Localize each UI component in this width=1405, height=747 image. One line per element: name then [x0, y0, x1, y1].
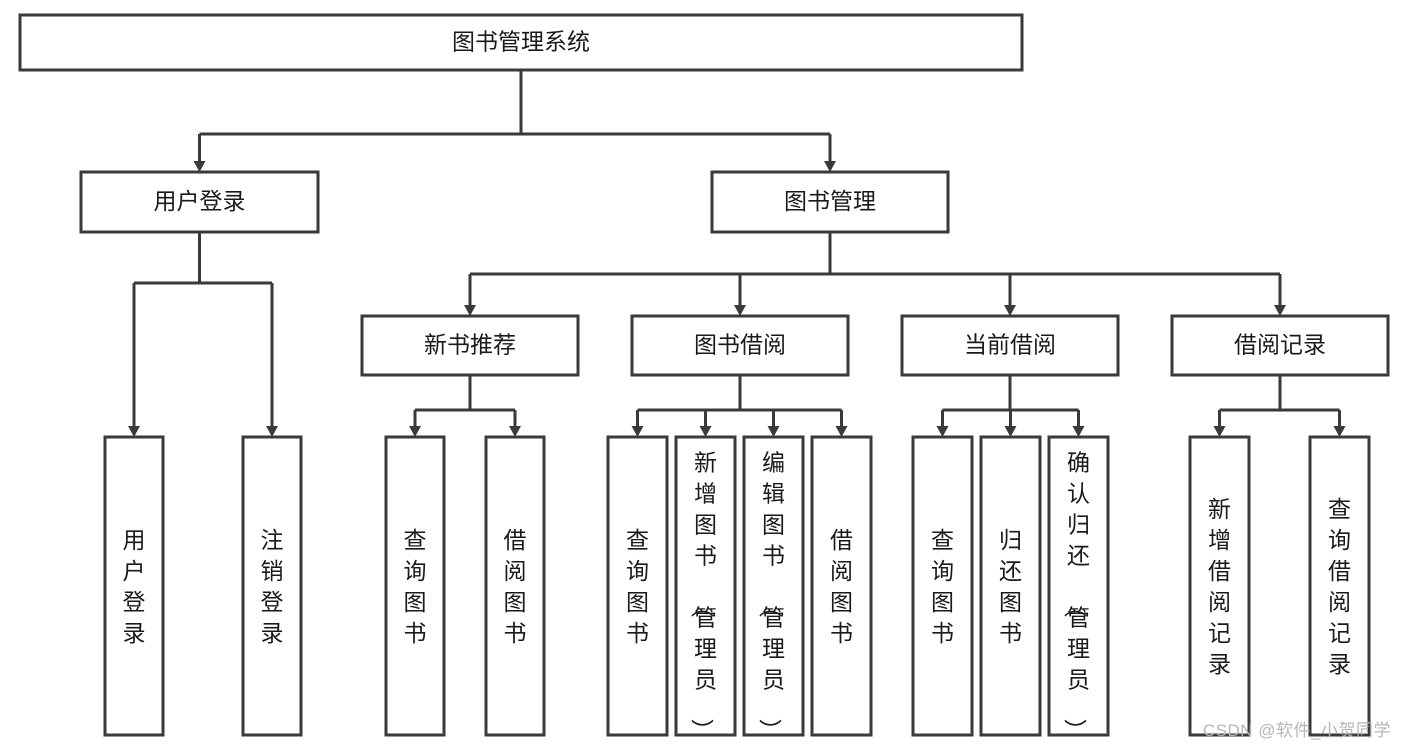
- node-label-book-borrow: 图书借阅: [694, 332, 786, 358]
- node-root[interactable]: 图书管理系统: [18, 13, 1024, 72]
- node-leaf-query-book-cur[interactable]: 查询图书: [911, 435, 974, 737]
- arrow-icon-leaf-query-book-borrow: [631, 426, 644, 437]
- arrow-icon-leaf-user-login: [128, 426, 140, 437]
- node-borrow-record[interactable]: 借阅记录: [1170, 314, 1390, 377]
- arrow-icon-leaf-add-record: [1213, 426, 1226, 437]
- node-label-user-login: 用户登录: [154, 188, 246, 214]
- node-box-leaf-add-book: [674, 435, 737, 737]
- node-label-leaf-user-login: 用户登录: [123, 527, 146, 646]
- node-new-book-rec[interactable]: 新书推荐: [360, 314, 580, 377]
- node-box-new-book-rec: [360, 314, 580, 377]
- node-box-current-borrow: [900, 314, 1120, 377]
- node-box-leaf-user-login: [103, 435, 165, 737]
- node-label-leaf-borrow-book-rec: 借阅图书: [504, 527, 527, 646]
- node-label-new-book-rec: 新书推荐: [424, 332, 516, 358]
- node-box-leaf-return-book: [979, 435, 1042, 737]
- node-label-leaf-confirm-return: 确认归还（管理员）: [1062, 450, 1090, 742]
- node-label-current-borrow: 当前借阅: [964, 332, 1056, 358]
- node-box-leaf-edit-book: [742, 435, 805, 737]
- node-leaf-query-record[interactable]: 查询借阅记录: [1308, 435, 1371, 737]
- arrow-icon-user-login: [193, 161, 206, 172]
- node-label-leaf-query-record: 查询借阅记录: [1328, 496, 1351, 677]
- node-label-leaf-add-book: 新增图书（管理员）: [689, 450, 717, 742]
- arrow-icon-new-book-rec: [464, 305, 476, 316]
- node-box-leaf-query-book-cur: [911, 435, 974, 737]
- node-leaf-query-book-borrow[interactable]: 查询图书: [606, 435, 669, 737]
- node-box-borrow-record: [1170, 314, 1390, 377]
- arrow-icon-leaf-add-book: [699, 426, 712, 437]
- node-layer: 图书管理系统用户登录图书管理新书推荐图书借阅当前借阅借阅记录用户登录注销登录查询…: [18, 13, 1390, 742]
- node-label-leaf-query-book-borrow: 查询图书: [626, 527, 649, 646]
- node-label-leaf-return-book: 归还图书: [999, 527, 1022, 646]
- node-label-leaf-query-book-cur: 查询图书: [931, 527, 954, 646]
- node-box-book-borrow: [630, 314, 850, 377]
- node-leaf-confirm-return[interactable]: 确认归还（管理员）: [1047, 435, 1110, 742]
- node-leaf-add-record[interactable]: 新增借阅记录: [1188, 435, 1251, 737]
- arrow-icon-leaf-query-book-cur: [936, 426, 949, 437]
- arrow-icon-leaf-query-book-rec: [409, 426, 421, 437]
- node-box-leaf-borrow-book-rec: [484, 435, 546, 737]
- arrow-icon-leaf-borrow-book-rec: [509, 426, 521, 437]
- node-leaf-user-login[interactable]: 用户登录: [103, 435, 165, 737]
- arrow-icon-leaf-confirm-return: [1072, 426, 1085, 437]
- node-leaf-add-book[interactable]: 新增图书（管理员）: [674, 435, 737, 742]
- node-book-manage[interactable]: 图书管理: [710, 170, 950, 234]
- node-book-borrow[interactable]: 图书借阅: [630, 314, 850, 377]
- node-leaf-borrow-book[interactable]: 借阅图书: [810, 435, 873, 737]
- arrow-icon-current-borrow: [1004, 305, 1016, 316]
- node-label-leaf-borrow-book: 借阅图书: [830, 527, 853, 646]
- node-label-leaf-edit-book: 编辑图书（管理员）: [757, 450, 785, 742]
- connector-layer: [128, 70, 1346, 437]
- node-box-leaf-borrow-book: [810, 435, 873, 737]
- node-leaf-borrow-book-rec[interactable]: 借阅图书: [484, 435, 546, 737]
- node-leaf-edit-book[interactable]: 编辑图书（管理员）: [742, 435, 805, 742]
- node-user-login[interactable]: 用户登录: [79, 170, 320, 234]
- node-box-book-manage: [710, 170, 950, 234]
- arrow-icon-leaf-edit-book: [767, 426, 780, 437]
- node-leaf-logout[interactable]: 注销登录: [241, 435, 303, 737]
- arrow-icon-leaf-logout: [266, 426, 278, 437]
- node-box-leaf-add-record: [1188, 435, 1251, 737]
- arrow-icon-leaf-query-record: [1333, 426, 1346, 437]
- node-label-leaf-logout: 注销登录: [261, 527, 284, 646]
- node-label-borrow-record: 借阅记录: [1234, 332, 1326, 358]
- node-label-book-manage: 图书管理: [784, 188, 876, 214]
- node-box-leaf-query-book-borrow: [606, 435, 669, 737]
- arrow-icon-book-borrow: [734, 305, 746, 316]
- node-label-leaf-query-book-rec: 查询图书: [404, 527, 427, 646]
- node-label-root: 图书管理系统: [452, 29, 590, 55]
- node-leaf-return-book[interactable]: 归还图书: [979, 435, 1042, 737]
- arrow-icon-leaf-borrow-book: [835, 426, 848, 437]
- node-box-leaf-query-book-rec: [384, 435, 446, 737]
- arrow-icon-leaf-return-book: [1004, 426, 1017, 437]
- node-current-borrow[interactable]: 当前借阅: [900, 314, 1120, 377]
- node-box-user-login: [79, 170, 320, 234]
- node-box-leaf-logout: [241, 435, 303, 737]
- node-leaf-query-book-rec[interactable]: 查询图书: [384, 435, 446, 737]
- arrow-icon-book-manage: [824, 161, 836, 172]
- node-box-leaf-confirm-return: [1047, 435, 1110, 737]
- node-box-leaf-query-record: [1308, 435, 1371, 737]
- arrow-icon-borrow-record: [1274, 305, 1286, 316]
- node-label-leaf-add-record: 新增借阅记录: [1208, 496, 1231, 677]
- node-box-root: [18, 13, 1024, 72]
